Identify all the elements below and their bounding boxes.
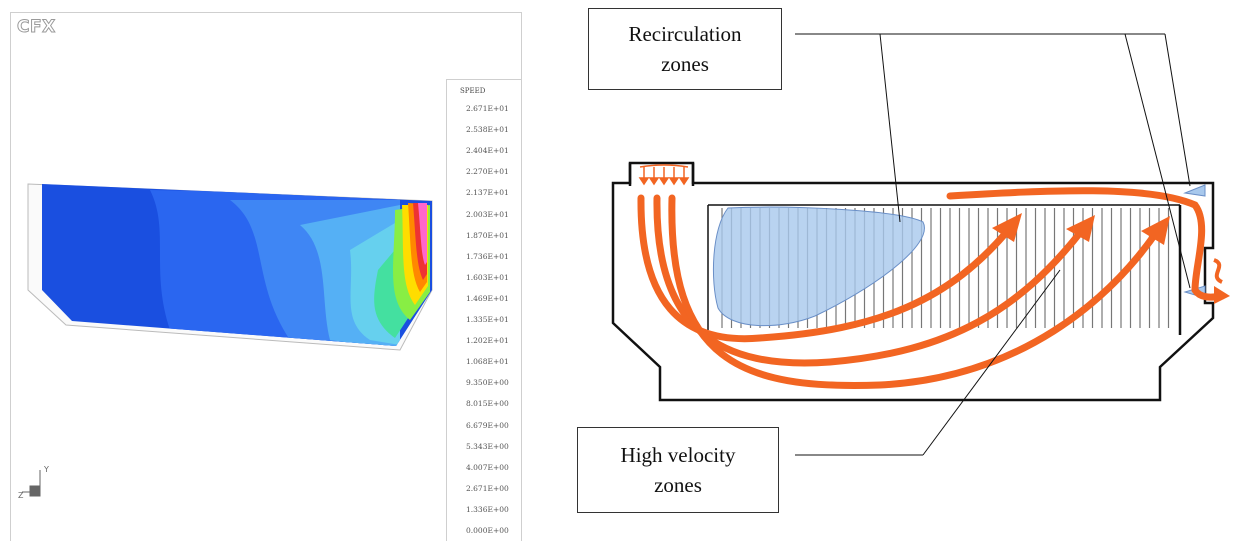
legend-label: 1.335E+01 (466, 315, 509, 324)
callout-highvel-line2: zones (654, 473, 702, 497)
callout-recirc-line2: zones (661, 52, 709, 76)
axis-triad (22, 470, 41, 497)
legend-label: 2.270E+01 (466, 167, 509, 177)
legend-label: 1.603E+01 (466, 272, 509, 282)
legend-label: 2.671E+01 (466, 104, 509, 113)
recirc-zone-top (1183, 184, 1206, 197)
legend-label: 8.015E+00 (466, 399, 509, 409)
legend-label: 4.007E+00 (466, 462, 509, 472)
arrowhead-1 (992, 213, 1022, 242)
legend-label: 0.000E+00 (466, 526, 509, 535)
legend-label: 5.343E+00 (466, 441, 509, 451)
callout-high-velocity-zones: High velocity zones (577, 427, 779, 513)
legend-label: 1.336E+00 (466, 504, 509, 514)
legend-title: SPEED (460, 87, 486, 95)
callout-recirc-line1: Recirculation (628, 22, 742, 46)
legend-label: 1.736E+01 (466, 251, 509, 261)
legend-label: 2.671E+00 (466, 483, 509, 493)
legend-label: 2.538E+01 (466, 125, 509, 135)
inlet-arrows (638, 164, 690, 186)
arrowhead-3 (1141, 216, 1170, 245)
flow-arrows (637, 187, 1226, 389)
flow-path-3 (668, 194, 1162, 389)
legend-label: 2.137E+01 (466, 188, 509, 198)
leader-recirc-bottom (1124, 33, 1191, 289)
legend-label: 1.870E+01 (466, 230, 509, 240)
arrowhead-out (1214, 286, 1230, 304)
flow-path-2 (653, 194, 1087, 367)
recirc-zone-large (712, 206, 925, 327)
arrowheads (992, 213, 1230, 304)
outlet-flow (1213, 258, 1224, 284)
flow-path-1 (637, 194, 1014, 343)
legend-label: 2.404E+01 (466, 146, 509, 156)
cfx-logo: CFX (17, 17, 56, 38)
legend-label: 1.469E+01 (466, 293, 509, 303)
legend-label: 1.202E+01 (466, 336, 509, 346)
callout-highvel-line1: High velocity (620, 443, 736, 467)
leader-recirc-large (879, 33, 901, 223)
axis-z-label: Z (18, 491, 24, 500)
axis-y-label: Y (43, 465, 49, 474)
leader-recirc-top (1164, 33, 1191, 187)
callout-recirculation-zones: Recirculation zones (588, 8, 782, 90)
leader-lines (795, 33, 1191, 456)
leader-highvel-diag (922, 269, 1061, 456)
legend-label: 2.003E+01 (466, 209, 509, 219)
flow-path-top (946, 187, 1226, 301)
legend-label: 6.679E+00 (466, 420, 509, 430)
tank-body (611, 161, 1215, 402)
legend-box (446, 79, 521, 541)
arrowhead-2 (1066, 215, 1095, 242)
legend-label: 9.350E+00 (466, 378, 509, 388)
speed-contours (42, 184, 432, 346)
legend-label: 1.068E+01 (466, 357, 509, 367)
